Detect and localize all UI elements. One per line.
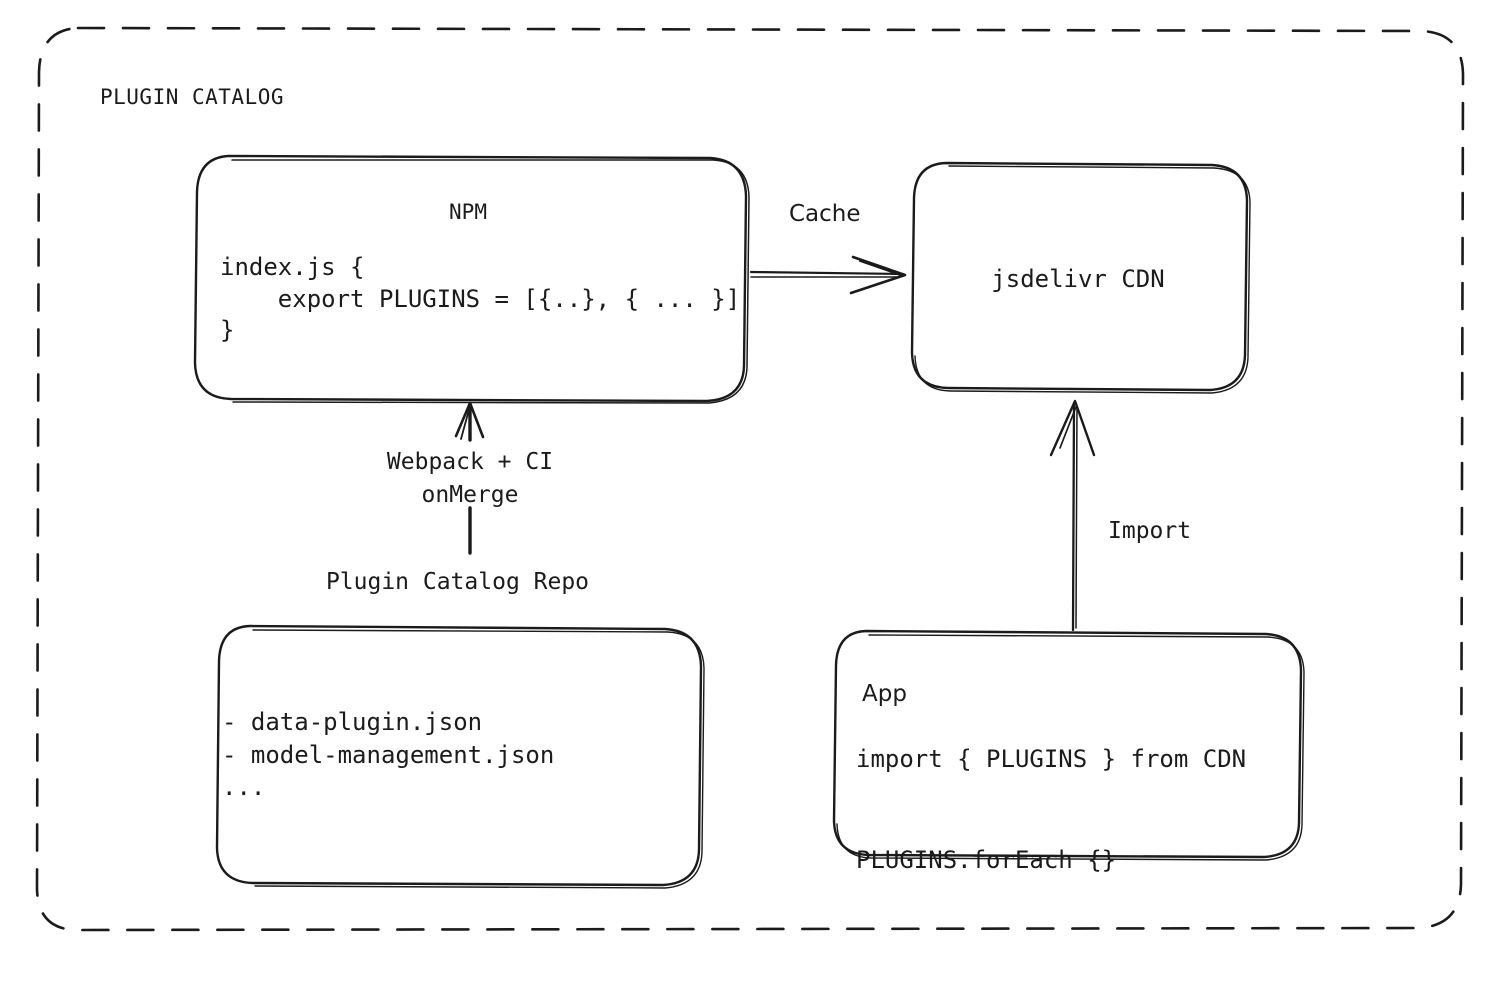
node-npm-title: NPM	[449, 200, 487, 224]
edge-cache-arrow	[749, 255, 907, 295]
edge-build-label: Webpack + CI onMerge	[386, 449, 554, 508]
group-title: PLUGIN CATALOG	[100, 85, 285, 109]
edge-cache-label: Cache	[789, 201, 861, 227]
node-app-code: import { PLUGINS } from CDN PLUGINS.forE…	[856, 745, 1247, 874]
edge-import-label: Import	[1108, 518, 1192, 544]
edge-import-arrow	[1049, 399, 1096, 632]
node-cdn-title: jsdelivr CDN	[991, 265, 1165, 293]
node-npm-code: index.js { export PLUGINS = [{..}, { ...…	[220, 253, 741, 345]
node-app-title: App	[862, 681, 907, 707]
node-repo-items: - data-plugin.json - model-management.js…	[222, 708, 555, 802]
node-repo-caption: Plugin Catalog Repo	[325, 569, 590, 595]
